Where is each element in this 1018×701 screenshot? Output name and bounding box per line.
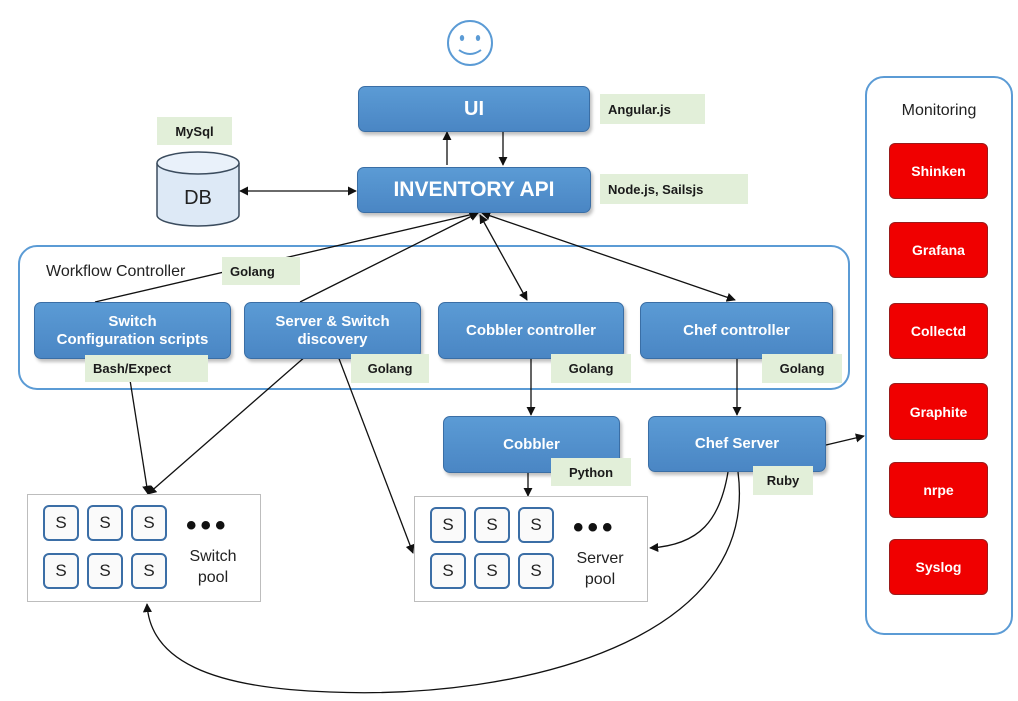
smiley-face-icon <box>447 20 493 66</box>
discovery-tag: Golang <box>351 354 429 383</box>
server-pool-label: Server pool <box>565 549 635 591</box>
server-cell: S <box>518 553 554 589</box>
inventory-api-tag: Node.js, Sailsjs <box>600 174 748 204</box>
chef-server-box[interactable]: Chef Server <box>648 416 826 472</box>
server-cell: S <box>474 553 510 589</box>
server-switch-discovery-box[interactable]: Server & Switch discovery <box>244 302 421 359</box>
monitoring-item-collectd[interactable]: Collectd <box>889 303 988 359</box>
workflow-title: Workflow Controller <box>46 263 186 280</box>
server-pool: S S S S S S ••• Server pool <box>414 496 648 602</box>
server-cell: S <box>518 507 554 543</box>
monitoring-item-nrpe[interactable]: nrpe <box>889 462 988 518</box>
monitoring-container <box>865 76 1013 635</box>
chef-controller-box[interactable]: Chef controller <box>640 302 833 359</box>
inventory-api-box[interactable]: INVENTORY API <box>357 167 591 213</box>
ui-box[interactable]: UI <box>358 86 590 132</box>
discovery-line2: discovery <box>297 330 368 348</box>
workflow-tag: Golang <box>222 257 300 285</box>
workflow-container <box>18 245 850 390</box>
server-pool-more: ••• <box>573 511 617 544</box>
cobbler-controller-box[interactable]: Cobbler controller <box>438 302 624 359</box>
switch-pool-more: ••• <box>186 509 230 542</box>
switch-cell: S <box>43 505 79 541</box>
switch-config-scripts-box[interactable]: Switch Configuration scripts <box>34 302 231 359</box>
switch-pool-line1: Switch <box>189 548 237 565</box>
ui-tag: Angular.js <box>600 94 705 124</box>
server-pool-line2: pool <box>584 570 616 588</box>
monitoring-item-grafana[interactable]: Grafana <box>889 222 988 278</box>
switch-pool-line2: pool <box>197 568 229 586</box>
monitoring-item-graphite[interactable]: Graphite <box>889 383 988 440</box>
arrow-discovery-api <box>299 212 479 303</box>
switch-cell: S <box>87 505 123 541</box>
monitoring-item-shinken[interactable]: Shinken <box>889 143 988 199</box>
arrow-api-chefctrl <box>481 211 736 302</box>
switch-config-tag: Bash/Expect <box>85 355 208 382</box>
discovery-line1: Server & Switch <box>275 313 390 331</box>
server-cell: S <box>430 507 466 543</box>
arrow-chef-switchpool <box>142 471 741 694</box>
switch-config-line1: Switch <box>108 313 157 331</box>
switch-config-line2: Configuration scripts <box>56 330 209 348</box>
cobbler-tag: Python <box>551 458 631 486</box>
arrow-chef-serverpool <box>649 471 729 553</box>
switch-cell: S <box>131 505 167 541</box>
arrow-scripts-switchpool <box>129 379 152 495</box>
arrow-discovery-serverpool <box>329 334 415 554</box>
db-cylinder <box>156 151 240 227</box>
monitoring-title: Monitoring <box>901 102 977 119</box>
db-tag: MySql <box>157 117 232 145</box>
server-cell: S <box>430 553 466 589</box>
cobbler-controller-tag: Golang <box>551 354 631 383</box>
switch-pool: S S S S S S ••• Switch pool <box>27 494 261 602</box>
db-label: DB <box>184 186 212 209</box>
arrow-api-cobblerctrl <box>479 214 528 301</box>
chef-controller-tag: Golang <box>762 354 842 383</box>
chef-server-tag: Ruby <box>753 466 813 495</box>
arrow-chef-monitoring <box>825 433 865 446</box>
arrow-discovery-switchpool <box>147 334 331 495</box>
switch-cell: S <box>131 553 167 589</box>
monitoring-item-syslog[interactable]: Syslog <box>889 539 988 595</box>
server-pool-line1: Server <box>576 550 624 567</box>
switch-cell: S <box>87 553 123 589</box>
switch-cell: S <box>43 553 79 589</box>
server-cell: S <box>474 507 510 543</box>
switch-pool-label: Switch pool <box>178 547 248 589</box>
